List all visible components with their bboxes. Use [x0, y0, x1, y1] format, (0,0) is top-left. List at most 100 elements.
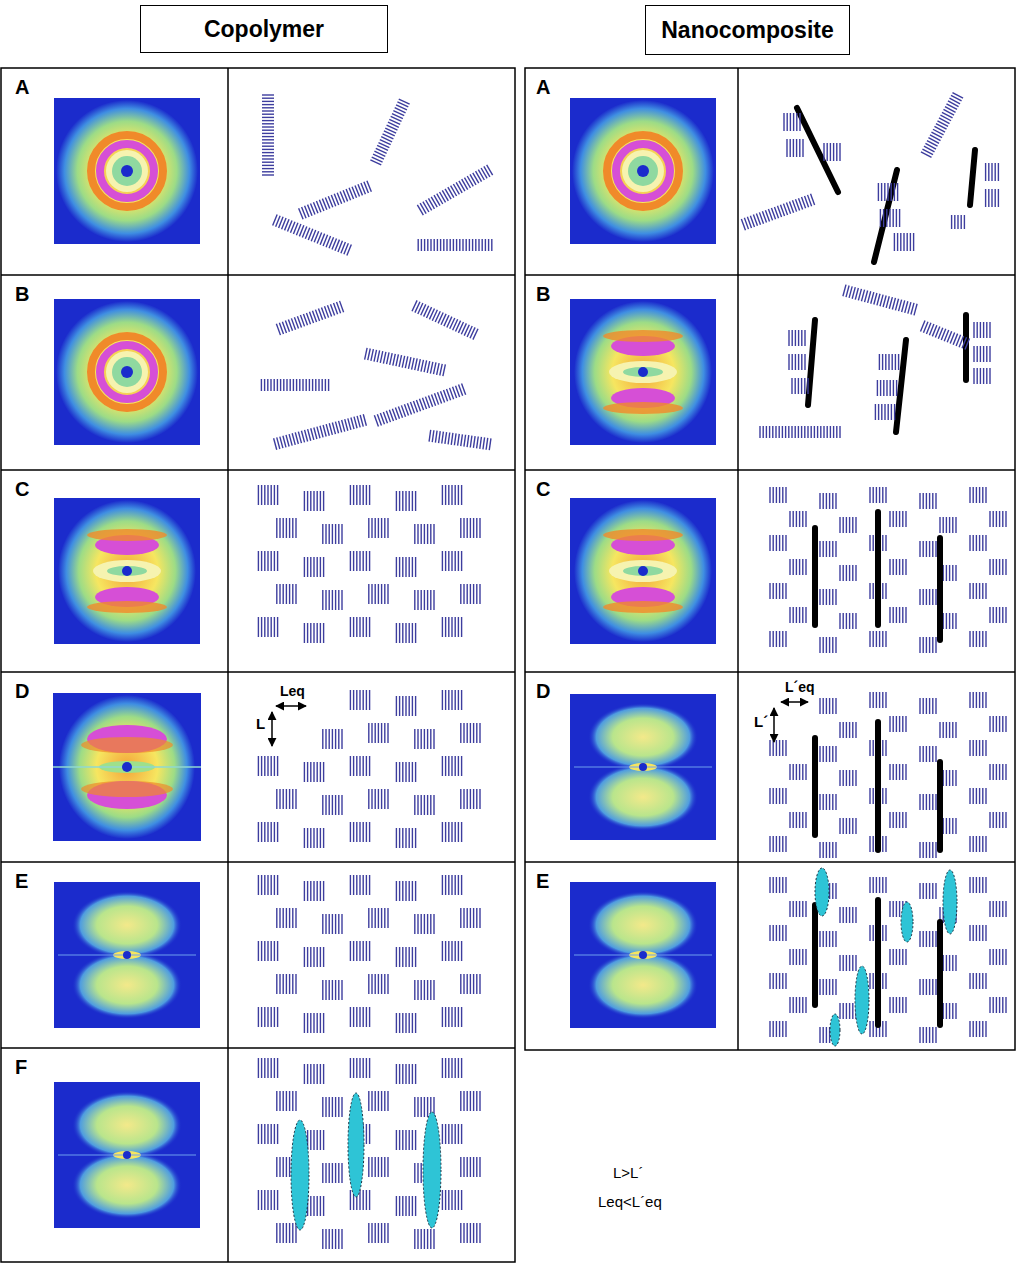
lamella [463, 1223, 464, 1243]
lamella [798, 426, 799, 438]
lamella [286, 789, 287, 809]
lamellar-stack [442, 756, 461, 776]
lamella [952, 565, 953, 581]
lamella [442, 941, 443, 961]
lamella [356, 617, 357, 637]
lamella [823, 493, 824, 509]
lamella [973, 346, 974, 362]
lamella [387, 1223, 388, 1243]
lamella [409, 1064, 410, 1084]
lamella [896, 511, 897, 527]
lamella [442, 1007, 443, 1027]
lamella [893, 812, 894, 828]
clay-platelet [963, 315, 969, 380]
pattern-ground [570, 299, 716, 445]
lamella [350, 690, 351, 710]
lamella [433, 362, 435, 374]
lamella [891, 404, 892, 420]
lamellar-stack [790, 607, 806, 623]
lamellar-stack [442, 822, 461, 842]
lobe [603, 529, 683, 541]
lamella [982, 535, 983, 551]
lamellar-stack [369, 518, 388, 538]
lamella [470, 518, 471, 538]
lamella [448, 432, 450, 444]
lamellar-stack [790, 812, 806, 828]
lamella [262, 155, 274, 156]
lamella [274, 617, 275, 637]
lamella [427, 914, 428, 934]
lamella [325, 914, 326, 934]
lamella [989, 812, 990, 828]
lamella [782, 836, 783, 852]
lamella [991, 163, 992, 181]
lamellar-stack [258, 485, 277, 505]
lamella [409, 1196, 410, 1216]
lamella [955, 565, 956, 581]
lamella [779, 487, 780, 503]
lamella [412, 1130, 413, 1150]
lamellar-stack [790, 511, 806, 527]
lamellar-stack [442, 1124, 461, 1144]
lamella [999, 812, 1000, 828]
lamella [811, 194, 815, 205]
lamella [799, 764, 800, 780]
lamellar-stack [415, 1229, 434, 1249]
lamella [773, 877, 774, 893]
lamellar-stack [820, 493, 836, 509]
lamella [989, 607, 990, 623]
lamella [313, 623, 314, 643]
lamella [292, 584, 293, 604]
lamella [384, 723, 385, 743]
lamella [789, 559, 790, 575]
lamella [356, 875, 357, 895]
lamella [381, 908, 382, 928]
lamella [869, 583, 870, 599]
lamella [969, 692, 970, 708]
lamellar-stack [323, 524, 342, 544]
ring [100, 345, 154, 399]
lamella [274, 379, 275, 391]
lamella [328, 1163, 329, 1183]
lamella [427, 590, 428, 610]
lamella [396, 1130, 397, 1150]
lamella [262, 97, 274, 98]
lamella [414, 729, 415, 749]
lamella [414, 980, 415, 1000]
lamella [384, 1223, 385, 1243]
lamella [455, 1007, 456, 1027]
lamella [350, 485, 351, 505]
lamella [882, 535, 883, 551]
lamella [276, 1091, 277, 1111]
lamella [460, 974, 461, 994]
lamella [279, 1091, 280, 1111]
lamella [458, 756, 459, 776]
lamella [939, 517, 940, 533]
lamella [855, 722, 856, 738]
lamella [789, 812, 790, 828]
lamellar-stack [840, 818, 856, 834]
lamella [280, 379, 281, 391]
lamella [368, 908, 369, 928]
lamella [320, 491, 321, 511]
lamella [823, 637, 824, 653]
lamella [328, 1097, 329, 1117]
lamella [914, 304, 917, 316]
lamella [353, 1007, 354, 1027]
lamella [466, 1223, 467, 1243]
lamella [919, 541, 920, 557]
lamellar-stack [415, 590, 434, 610]
lamella [267, 551, 268, 571]
lamella [384, 584, 385, 604]
lamellar-stack [258, 551, 277, 571]
lamella [455, 551, 456, 571]
lamella [363, 1007, 364, 1027]
lamellar-stack [277, 1091, 296, 1111]
lamellar-stack [350, 875, 369, 895]
lamella [282, 518, 283, 538]
lamella [832, 541, 833, 557]
lamella [458, 1007, 459, 1027]
lamella [955, 517, 956, 533]
lamella [271, 551, 272, 571]
lamella [946, 818, 947, 834]
